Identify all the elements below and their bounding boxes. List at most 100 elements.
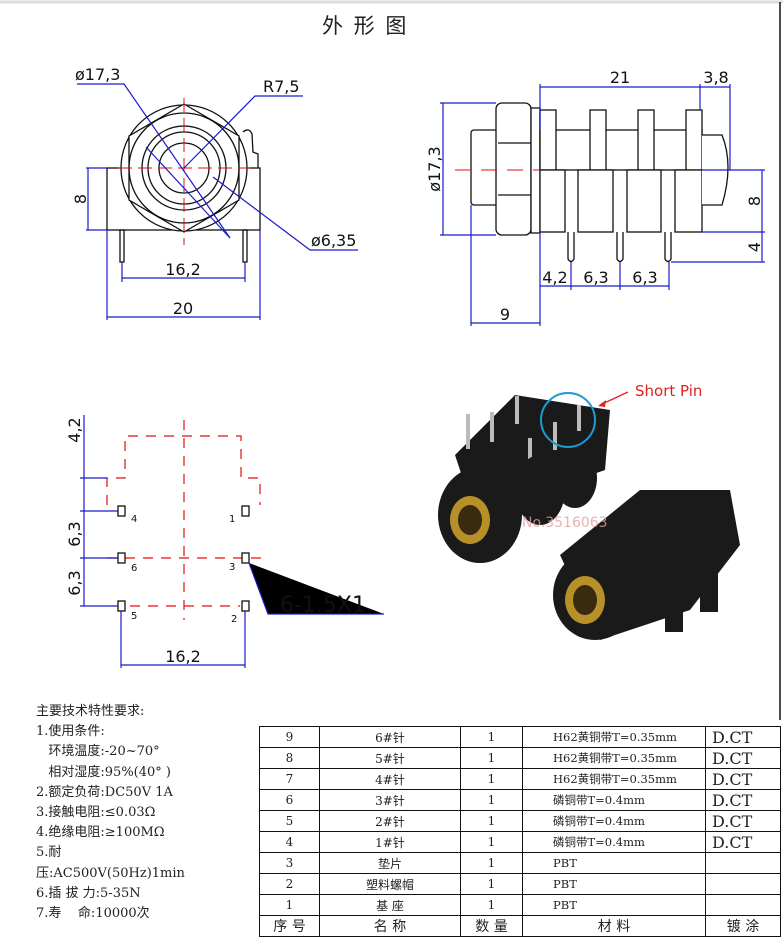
cell-plating: D.CT	[705, 747, 781, 769]
footprint-dimensions	[80, 415, 384, 668]
pin-label: 1	[229, 514, 235, 525]
spec-line: 1.使用条件:	[36, 724, 105, 740]
dim-body-length: 21	[610, 68, 630, 87]
cell-material: H62黄铜带T=0.35mm	[522, 768, 706, 790]
dim-fp-pitch-2: 6,3	[65, 570, 84, 595]
dim-pin-span: 16,2	[165, 260, 201, 279]
side-view	[470, 102, 729, 263]
cell-material: 磷铜带T=0.4mm	[522, 831, 706, 853]
cell-qty: 1	[460, 789, 523, 811]
cell-name: 1#针	[319, 831, 461, 853]
spec-line: 7.寿 命:10000次	[36, 906, 150, 922]
dim-fp-pitch-1: 6,3	[65, 521, 84, 546]
pin-label: 2	[231, 614, 237, 625]
spec-line: 相对湿度:95%(40° )	[36, 764, 171, 780]
dim-cap-length: 3,8	[703, 68, 728, 87]
cell-plating: D.CT	[705, 789, 781, 811]
dim-pin-pitch-2: 6,3	[632, 268, 657, 287]
watermark: No.3516063	[522, 515, 608, 531]
cell-name: 3#针	[319, 789, 461, 811]
dim-radius: R7,5	[263, 77, 300, 96]
product-photo: Short Pin No.3516063	[438, 382, 740, 640]
cell-no: 6	[259, 789, 320, 811]
cell-qty: 数 量	[460, 915, 523, 937]
cell-qty: 1	[460, 726, 523, 748]
spec-line: 5.耐	[36, 845, 62, 861]
specs-heading: 主要技术特性要求:	[36, 704, 145, 719]
cell-name: 4#针	[319, 768, 461, 790]
spec-line: 4.绝缘电阻:≥100MΩ	[36, 825, 165, 841]
cell-name: 5#针	[319, 747, 461, 769]
short-pin-highlight	[540, 392, 596, 448]
cell-no: 3	[259, 852, 320, 874]
cell-material: 磷铜带T=0.4mm	[522, 789, 706, 811]
dim-front-height: 8	[71, 194, 90, 204]
pin-label: 3	[229, 562, 235, 573]
front-dimensions	[77, 83, 358, 320]
dim-pin-pitch-1: 6,3	[583, 268, 608, 287]
table-header-row: 序 号名 称数 量材 料镀 涂	[259, 915, 781, 937]
dim-nut-depth: 9	[500, 305, 510, 324]
cell-no: 2	[259, 873, 320, 895]
spec-line: 3.接触电阻:≤0.03Ω	[36, 805, 156, 821]
cell-qty: 1	[460, 873, 523, 895]
dim-outer-diameter: ø17,3	[75, 65, 120, 84]
cell-qty: 1	[460, 747, 523, 769]
cell-no: 4	[259, 831, 320, 853]
dim-fp-span: 16,2	[165, 647, 201, 666]
cell-material: H62黄铜带T=0.35mm	[522, 726, 706, 748]
cell-plating: D.CT	[705, 810, 781, 832]
pin-label: 5	[131, 611, 137, 622]
pin-label: 6	[131, 563, 137, 574]
cell-plating	[705, 873, 781, 895]
cell-material: PBT	[522, 894, 706, 916]
pad-spec-label: 6-1.5X1	[280, 593, 366, 618]
cell-name: 名 称	[319, 915, 461, 937]
cell-name: 垫片	[319, 852, 461, 874]
dim-first-pin: 4,2	[542, 268, 567, 287]
cell-plating	[705, 852, 781, 874]
side-dimensions	[440, 84, 765, 326]
short-pin-callout: Short Pin	[635, 382, 702, 400]
cell-qty: 1	[460, 768, 523, 790]
cell-no: 5	[259, 810, 320, 832]
technical-requirements: 主要技术特性要求: 1.使用条件: 环境温度:-20~70° 相对湿度:95%(…	[36, 702, 185, 924]
footprint-outline	[106, 420, 265, 620]
dim-fp-offset: 4,2	[65, 417, 84, 442]
cell-material: 材 料	[522, 915, 706, 937]
cell-no: 9	[259, 726, 320, 748]
spec-line: 2.额定负荷:DC50V 1A	[36, 784, 173, 800]
cell-material: PBT	[522, 852, 706, 874]
dim-width: 20	[173, 299, 193, 318]
cell-no: 7	[259, 768, 320, 790]
cell-plating: D.CT	[705, 726, 781, 748]
cell-no: 1	[259, 894, 320, 916]
cell-plating: 镀 涂	[705, 915, 781, 937]
cell-plating: D.CT	[705, 768, 781, 790]
dim-side-height: 8	[745, 196, 764, 206]
cell-name: 基 座	[319, 894, 461, 916]
dim-bore-diameter: ø6,35	[311, 231, 356, 250]
pin-label: 4	[131, 514, 137, 525]
spec-line: 6.插 拔 力:5-35N	[36, 885, 141, 901]
spec-line: 环境温度:-20~70°	[36, 744, 160, 760]
cell-qty: 1	[460, 894, 523, 916]
cell-material: H62黄铜带T=0.35mm	[522, 747, 706, 769]
cell-qty: 1	[460, 810, 523, 832]
cell-name: 6#针	[319, 726, 461, 748]
cell-plating	[705, 894, 781, 916]
cell-no: 8	[259, 747, 320, 769]
cell-no: 序 号	[259, 915, 320, 937]
cell-material: PBT	[522, 873, 706, 895]
